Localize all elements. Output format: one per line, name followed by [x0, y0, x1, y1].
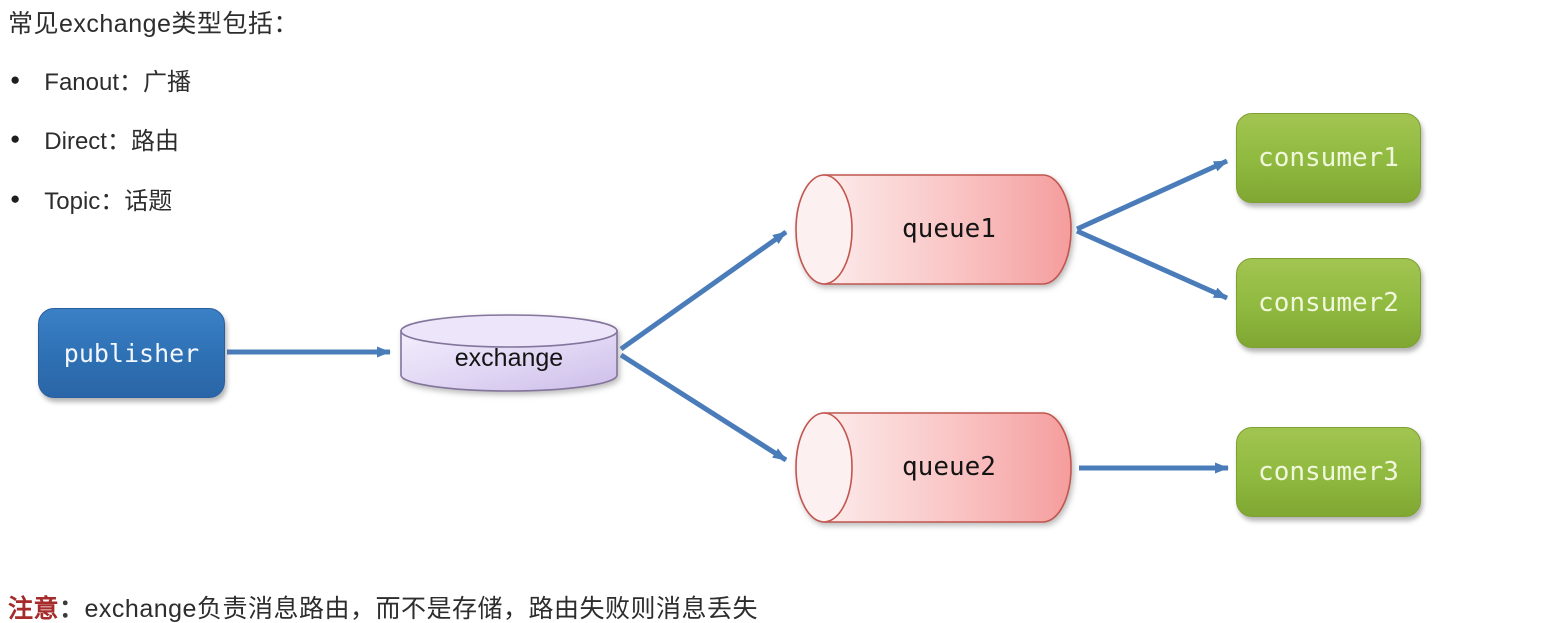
node-queue2: queue2	[793, 410, 1077, 525]
note: 注意：exchange负责消息路由，而不是存储，路由失败则消息丢失	[8, 589, 758, 623]
list-item-topic: ● Topic：话题	[10, 181, 172, 216]
node-consumer1-label: consumer1	[1258, 143, 1399, 173]
node-consumer1: consumer1	[1236, 113, 1421, 203]
cylinder-shape	[795, 412, 1072, 523]
note-text: exchange负责消息路由，而不是存储，路由失败则消息丢失	[84, 595, 758, 623]
node-consumer3-label: consumer3	[1258, 457, 1399, 487]
node-exchange-label: exchange	[454, 344, 564, 372]
list-item-direct: ● Direct：路由	[10, 121, 179, 156]
node-queue1: queue1	[793, 172, 1077, 287]
cylinder-shape	[400, 314, 618, 392]
list-item-label: Topic：话题	[44, 188, 173, 215]
note-label: 注意	[8, 595, 60, 623]
bullet-icon: ●	[10, 129, 21, 148]
bullet-icon: ●	[10, 70, 21, 89]
node-consumer3: consumer3	[1236, 427, 1421, 517]
node-exchange: exchange	[398, 312, 620, 396]
page-title: 常见exchange类型包括：	[8, 10, 299, 38]
list-item-label: Direct：路由	[44, 128, 179, 155]
node-consumer2-label: consumer2	[1258, 288, 1399, 318]
node-queue1-label: queue1	[902, 214, 996, 244]
node-consumer2: consumer2	[1236, 258, 1421, 348]
list-item-fanout: ● Fanout：广播	[10, 62, 191, 97]
bullet-icon: ●	[10, 189, 21, 208]
cylinder-shape	[795, 174, 1072, 285]
node-queue2-label: queue2	[902, 452, 996, 482]
note-colon: ：	[59, 595, 85, 623]
node-publisher-label: publisher	[63, 338, 200, 368]
list-item-label: Fanout：广播	[44, 69, 191, 96]
node-publisher: publisher	[38, 308, 225, 398]
